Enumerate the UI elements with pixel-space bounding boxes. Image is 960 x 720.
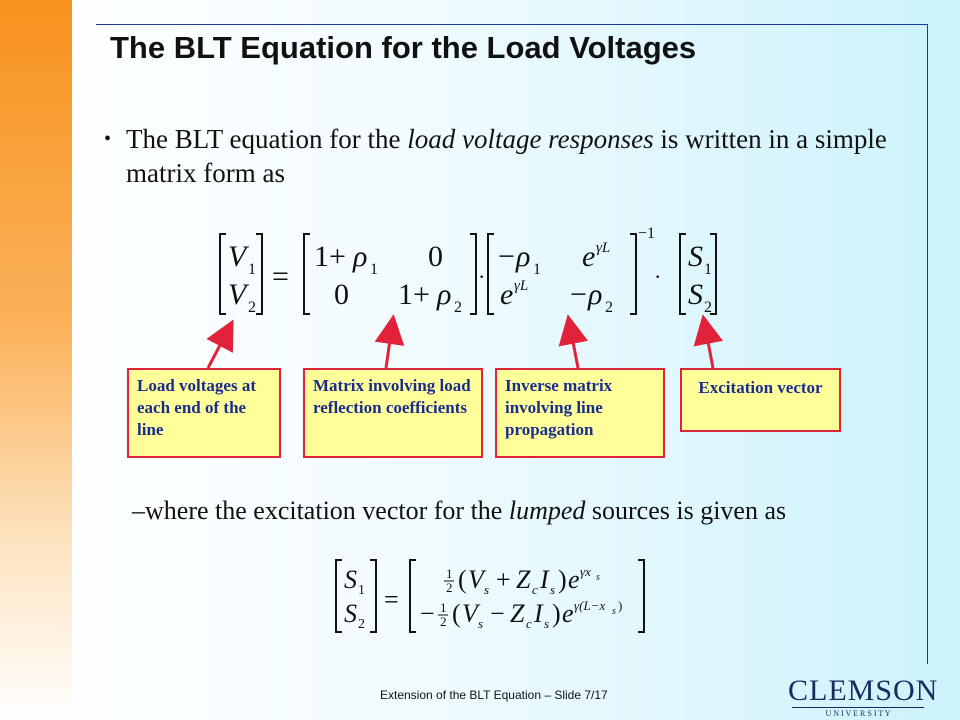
- arrow-inverse-matrix: [558, 314, 589, 369]
- logo-wordmark: CLEMSON: [788, 674, 939, 707]
- svg-text:S: S: [344, 565, 357, 594]
- svg-text:−: −: [498, 240, 515, 273]
- svg-text:e: e: [562, 599, 574, 628]
- top-rule: [96, 24, 928, 25]
- svg-text:−: −: [420, 599, 435, 628]
- svg-text:e: e: [582, 240, 595, 273]
- right-rule: [927, 24, 928, 664]
- svg-text:c: c: [532, 582, 538, 597]
- svg-text:): ): [558, 565, 567, 594]
- svg-text:−1: −1: [638, 225, 655, 242]
- svg-text:s: s: [478, 616, 483, 631]
- callout-reflection-matrix: Matrix involving load reflection coeffic…: [303, 368, 483, 458]
- arrow-excitation: [693, 314, 724, 369]
- svg-text:I: I: [533, 599, 544, 628]
- svg-text:ρ: ρ: [436, 278, 451, 311]
- svg-text:=: =: [384, 585, 399, 614]
- svg-text:Z: Z: [510, 599, 525, 628]
- svg-text:ρ: ρ: [515, 240, 530, 273]
- svg-text:−: −: [570, 278, 587, 311]
- svg-text:1: 1: [446, 566, 453, 581]
- svg-text:1+: 1+: [398, 278, 430, 311]
- svg-text:1+: 1+: [314, 240, 346, 273]
- bullet-text-post: is written in a simple matrix form as: [126, 124, 887, 188]
- svg-text:γx: γx: [580, 564, 591, 579]
- arrow-reflection-matrix: [374, 314, 405, 369]
- svg-text:+: +: [496, 565, 511, 594]
- svg-text:V: V: [228, 278, 250, 311]
- svg-text:I: I: [539, 565, 550, 594]
- svg-text:2: 2: [454, 299, 462, 316]
- svg-text:2: 2: [440, 614, 447, 629]
- svg-text:s: s: [612, 606, 616, 617]
- bullet-text-pre: The BLT equation for the: [126, 124, 408, 154]
- svg-text:2: 2: [358, 617, 365, 632]
- callout-load-voltages: Load voltages at each end of the line: [127, 368, 281, 458]
- svg-text:=: =: [272, 260, 289, 293]
- svg-text:γL: γL: [596, 240, 610, 256]
- svg-text:·: ·: [654, 264, 661, 289]
- svg-text:(: (: [458, 565, 467, 594]
- svg-text:s: s: [544, 616, 549, 631]
- svg-text:V: V: [468, 565, 487, 594]
- svg-text:s: s: [484, 582, 489, 597]
- svg-text:2: 2: [704, 299, 712, 316]
- sub-point: –where the excitation vector for the lum…: [132, 496, 786, 526]
- svg-text:): ): [552, 599, 561, 628]
- svg-text:2: 2: [446, 580, 453, 595]
- sub-text-pre: –where the excitation vector for the: [132, 496, 509, 525]
- svg-text:2: 2: [605, 299, 613, 316]
- svg-text:0: 0: [334, 278, 349, 311]
- svg-text:ρ: ρ: [352, 240, 367, 273]
- svg-text:1: 1: [533, 261, 541, 278]
- sub-text-post: sources is given as: [585, 496, 787, 525]
- svg-text:γL: γL: [514, 278, 528, 294]
- svg-text:2: 2: [248, 299, 256, 316]
- sub-text-em: lumped: [508, 496, 586, 525]
- callout-inverse-matrix: Inverse matrix involving line propagatio…: [495, 368, 665, 458]
- svg-text:e: e: [568, 565, 580, 594]
- svg-text:γ(L−x: γ(L−x: [574, 598, 605, 613]
- slide-footer: Extension of the BLT Equation – Slide 7/…: [380, 688, 608, 702]
- logo-subtitle: U N I V E R S I T Y: [825, 709, 891, 718]
- svg-text:·: ·: [478, 264, 485, 289]
- svg-text:S: S: [344, 599, 357, 628]
- svg-text:S: S: [688, 278, 703, 311]
- callout-excitation: Excitation vector: [680, 368, 841, 432]
- bullet-text-em: load voltage responses: [407, 124, 654, 154]
- svg-text:Z: Z: [516, 565, 531, 594]
- svg-text:c: c: [526, 616, 532, 631]
- clemson-logo: CLEMSON U N I V E R S I T Y: [788, 674, 939, 719]
- svg-text:1: 1: [370, 261, 378, 278]
- svg-text:V: V: [228, 240, 250, 273]
- left-accent-stripe: [0, 0, 72, 720]
- arrow-load-voltages: [206, 319, 234, 369]
- svg-text:(: (: [452, 599, 461, 628]
- svg-text:1: 1: [440, 600, 447, 615]
- svg-text:s: s: [550, 582, 555, 597]
- bullet-icon: •: [104, 128, 112, 150]
- svg-text:s: s: [596, 572, 600, 583]
- svg-text:1: 1: [704, 261, 712, 278]
- svg-text:e: e: [500, 278, 513, 311]
- svg-text:S: S: [688, 240, 703, 273]
- svg-text:): ): [618, 598, 622, 613]
- svg-text:1: 1: [248, 261, 256, 278]
- bullet-point: • The BLT equation for the load voltage …: [104, 122, 904, 190]
- svg-text:−: −: [490, 599, 505, 628]
- svg-text:ρ: ρ: [587, 278, 602, 311]
- svg-text:0: 0: [428, 240, 443, 273]
- svg-text:1: 1: [358, 583, 365, 598]
- svg-text:V: V: [462, 599, 481, 628]
- slide-title: The BLT Equation for the Load Voltages: [110, 30, 697, 65]
